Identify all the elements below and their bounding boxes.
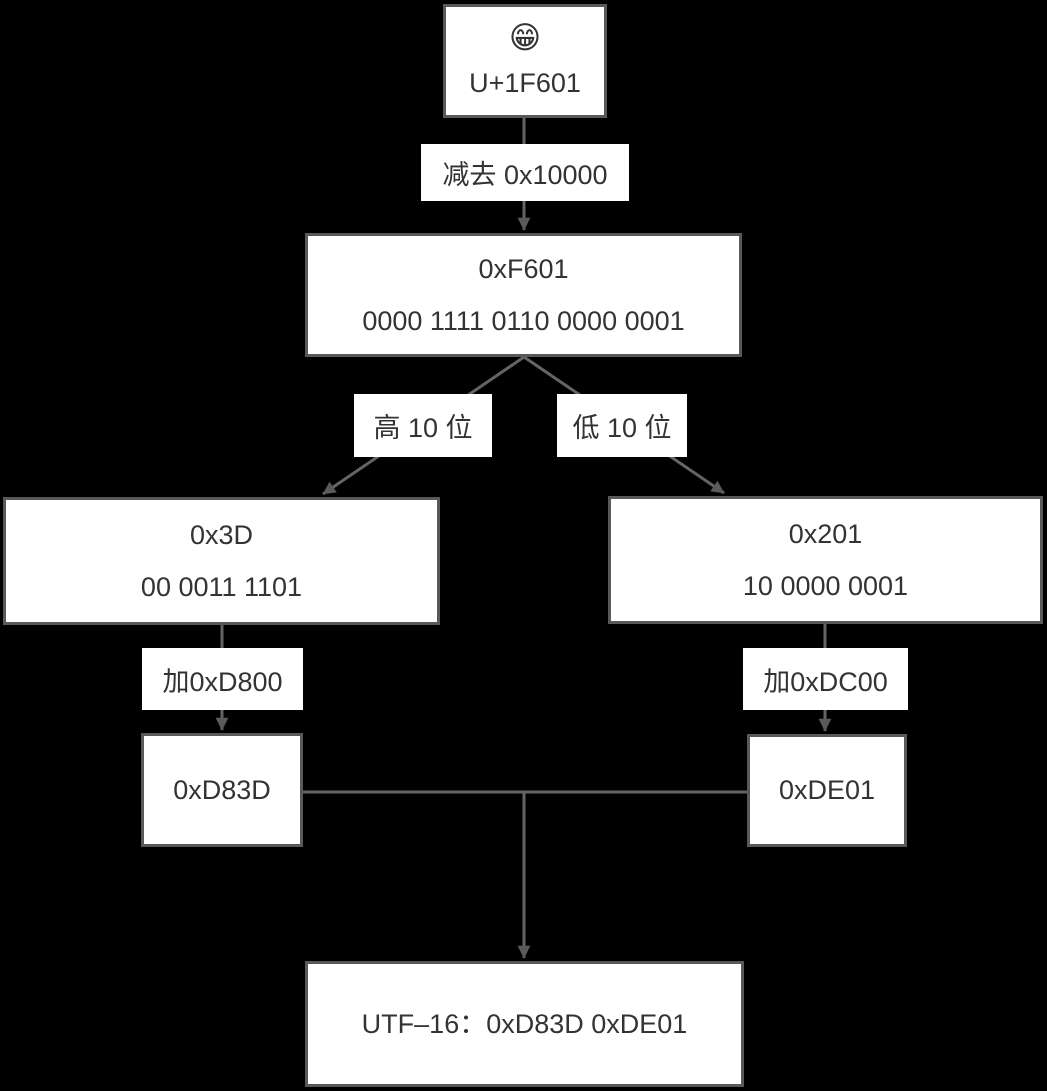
low-hex-text: 0x201 [788,518,863,549]
high-bits-label-text: 高 10 位 [373,413,473,443]
emoji-icon: 😁 [508,20,542,56]
utf16-result-text: UTF–16：0xD83D 0xDE01 [361,1008,688,1039]
edge-label-high-bits: 高 10 位 [354,394,492,457]
edge-label-low-bits: 低 10 位 [557,394,687,457]
node-utf16-result: UTF–16：0xD83D 0xDE01 [305,961,744,1087]
high-surrogate-text: 0xD83D [173,774,271,805]
high-binary-text: 00 0011 1101 [140,572,303,602]
node-high-bits: 0x3D 00 0011 1101 [3,497,440,625]
node-low-bits: 0x201 10 0000 0001 [608,496,1043,624]
add-d800-label-text: 加0xD800 [162,666,283,697]
high-hex-text: 0x3D [189,519,254,550]
low-surrogate-text: 0xDE01 [778,775,876,806]
node-low-surrogate: 0xDE01 [747,734,907,847]
add-dc00-label-text: 加0xDC00 [763,666,888,697]
source-codepoint-text: U+1F601 [469,68,581,99]
offset-hex-text: 0xF601 [478,253,569,284]
node-source-codepoint: 😁 U+1F601 [443,4,607,118]
low-binary-text: 10 0000 0001 [742,571,909,601]
low-bits-label-text: 低 10 位 [572,413,672,443]
offset-binary-text: 0000 1111 0110 0000 0001 [362,306,685,336]
node-offset-value: 0xF601 0000 1111 0110 0000 0001 [305,233,742,357]
edge-label-add-d800: 加0xD800 [142,648,303,710]
node-high-surrogate: 0xD83D [141,733,303,847]
edge-label-subtract: 减去 0x10000 [421,144,629,201]
subtract-label-text: 减去 0x10000 [442,160,608,190]
edge-label-add-dc00: 加0xDC00 [743,648,908,710]
